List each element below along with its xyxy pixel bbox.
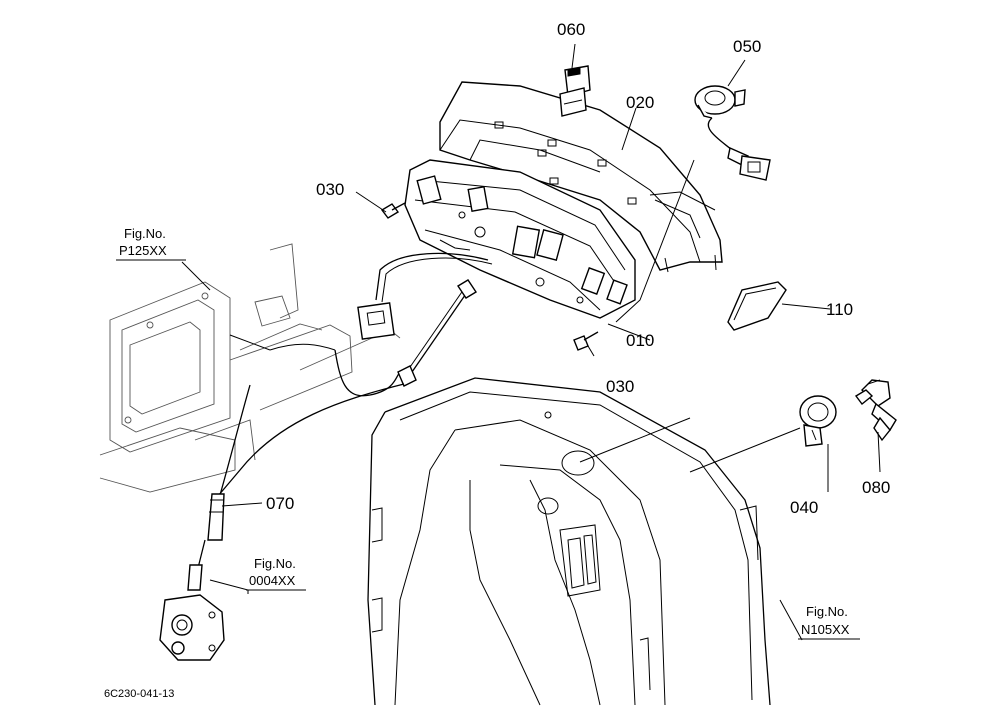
meter-cable	[187, 279, 477, 591]
figref-n105xx: Fig.No. N105XX	[798, 604, 860, 640]
label-010: 010	[626, 331, 654, 350]
label-040: 040	[790, 498, 818, 517]
gear-box	[159, 594, 225, 661]
figref-0004xx-code: 0004XX	[249, 573, 296, 588]
figref-0004xx-title: Fig.No.	[254, 556, 296, 571]
figref-p125xx: Fig.No. P125XX	[116, 226, 186, 261]
frame-assembly	[99, 243, 401, 493]
screw-lower	[573, 331, 599, 351]
label-070: 070	[266, 494, 294, 513]
label-050: 050	[733, 37, 761, 56]
figref-p125xx-title: Fig.No.	[124, 226, 166, 241]
leader-lines	[181, 43, 881, 641]
key-080	[854, 379, 897, 442]
meter-body	[404, 159, 636, 319]
label-030-lower: 030	[606, 377, 634, 396]
label-020: 020	[626, 93, 654, 112]
label-030-upper: 030	[316, 180, 344, 199]
label-110: 110	[826, 300, 853, 319]
label-080: 080	[862, 478, 890, 497]
figref-n105xx-code: N105XX	[801, 622, 850, 637]
sensor-050	[694, 85, 771, 181]
switch-060	[559, 65, 591, 117]
wire-harness	[229, 252, 493, 397]
key-switch-040	[799, 395, 837, 447]
cover-110	[727, 281, 787, 331]
label-060: 060	[557, 20, 585, 39]
figref-p125xx-code: P125XX	[119, 243, 167, 258]
figref-0004xx: Fig.No. 0004XX	[246, 556, 306, 591]
screw-upper	[380, 202, 406, 219]
dashboard-panel	[367, 377, 771, 706]
figref-n105xx-title: Fig.No.	[806, 604, 848, 619]
drawing-code: 6C230-041-13	[104, 688, 174, 700]
